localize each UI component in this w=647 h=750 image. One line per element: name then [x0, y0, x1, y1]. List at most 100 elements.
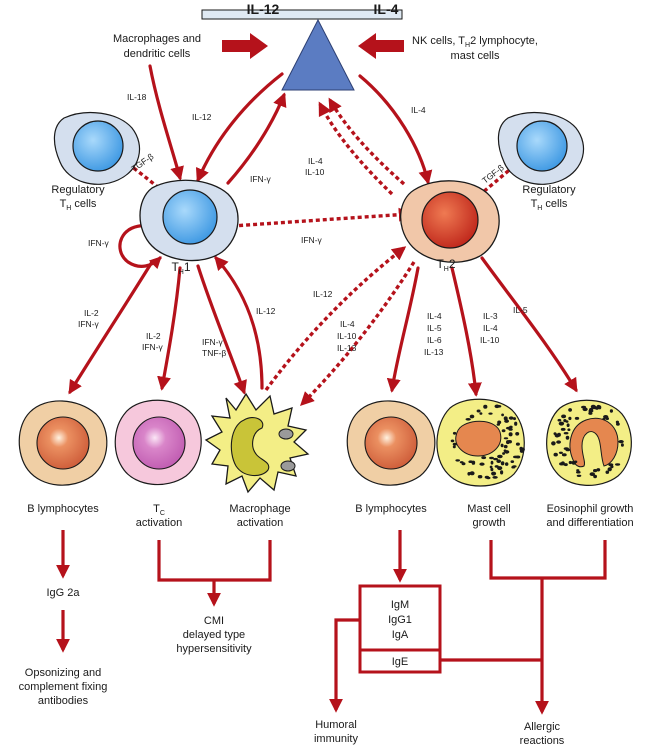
granule	[515, 442, 520, 446]
granule	[500, 443, 504, 448]
macrophage-cell	[204, 392, 310, 494]
il4-right-label: IL-4	[411, 105, 426, 115]
granule	[508, 416, 514, 420]
allergic-bracket	[489, 540, 607, 580]
ifng-cross-label: IFN-γ	[301, 235, 323, 245]
granule	[563, 432, 569, 435]
granule	[496, 459, 502, 464]
granule	[465, 418, 471, 421]
granule	[605, 417, 609, 421]
granule	[477, 475, 483, 479]
cmi-bracket	[157, 540, 272, 582]
granule	[505, 462, 509, 466]
il5-label: IL-5	[513, 305, 528, 315]
granule	[605, 470, 610, 474]
cmi-label-3: hypersensitivity	[176, 643, 252, 655]
allergic-label-2: reactions	[520, 735, 565, 747]
balance-triangle	[281, 18, 355, 91]
granule	[560, 427, 566, 431]
feed-arrow-left	[222, 33, 268, 59]
granule	[588, 411, 593, 415]
granule	[618, 440, 624, 444]
arrow-il12-mac	[214, 255, 264, 390]
eosinophil-label-1: Eosinophil growth	[547, 503, 634, 515]
granule	[492, 476, 498, 479]
arrow-mac	[196, 264, 247, 395]
granule	[568, 416, 572, 421]
th2-mac-il10: IL-10	[337, 331, 357, 341]
ifng-up-label: IFN-γ	[250, 174, 272, 184]
macrophages-label-1: Macrophages and	[113, 33, 201, 45]
granule	[558, 421, 565, 426]
ifng-tc-label: IFN-γ	[142, 342, 164, 352]
reg-right-line1: Regulatory	[522, 184, 576, 196]
granule	[607, 467, 612, 472]
granule	[596, 468, 601, 472]
th2-mast-il3: IL-3	[483, 311, 498, 321]
granule	[567, 428, 571, 432]
granule	[452, 442, 457, 446]
granule	[553, 452, 558, 457]
arrow-il4-down	[358, 74, 433, 185]
granule	[489, 465, 493, 469]
granule	[503, 437, 509, 440]
th2-cell	[399, 180, 500, 263]
granule	[553, 432, 557, 435]
granule	[598, 405, 602, 410]
mast-cells-label: mast cells	[451, 50, 500, 62]
granule	[481, 456, 487, 460]
mast-label-1: Mast cell	[467, 503, 510, 515]
granule	[501, 413, 504, 417]
reg-right-line2: TH cells	[531, 198, 568, 212]
granule	[483, 404, 488, 409]
b-lymphocyte-right-cell	[346, 400, 436, 486]
granule	[515, 432, 520, 436]
mast-label-2: growth	[472, 517, 505, 529]
th2-b-il5: IL-5	[427, 323, 442, 333]
granule	[479, 462, 485, 466]
th2-mast-il4: IL-4	[483, 323, 498, 333]
th2-mast-il10: IL-10	[480, 335, 500, 345]
granule	[520, 447, 525, 452]
macrophages-label-2: dendritic cells	[124, 48, 191, 60]
granule	[576, 470, 581, 474]
granule	[557, 418, 562, 422]
arrow-eos	[480, 256, 578, 393]
granule	[506, 440, 510, 445]
eosinophil-cell	[546, 399, 632, 486]
granule	[589, 407, 594, 412]
granule	[602, 417, 606, 421]
humoral-label-2: immunity	[314, 733, 359, 745]
granule	[503, 444, 508, 449]
ifng-mac-label: IFN-γ	[202, 337, 224, 347]
granule	[616, 422, 620, 426]
cmi-label-2: delayed type	[183, 629, 245, 641]
granule	[493, 457, 498, 461]
arrow-il18	[148, 64, 184, 181]
granule	[508, 432, 513, 437]
granule	[561, 453, 567, 457]
arrow-b-left	[68, 260, 154, 395]
arrow-mast	[450, 266, 482, 397]
granule	[610, 465, 614, 469]
granule	[489, 456, 494, 460]
iga-label: IgA	[392, 629, 409, 641]
granule	[509, 425, 513, 429]
granule	[469, 471, 475, 476]
granule	[459, 461, 464, 464]
granule	[609, 409, 614, 413]
opsonizing-label-3: antibodies	[38, 695, 89, 707]
reg-left-line2: TH cells	[60, 198, 97, 212]
eosinophil-label-2: and differentiation	[546, 517, 633, 529]
granule	[504, 419, 509, 423]
granule	[558, 451, 563, 454]
granule	[490, 467, 494, 472]
th2-mac-il13: IL-13	[337, 343, 357, 353]
igg2a-label: IgG 2a	[46, 587, 80, 599]
tc-label: TC	[153, 503, 165, 517]
th2-b-il4: IL-4	[427, 311, 442, 321]
mast-cell	[436, 398, 525, 487]
ige-label: IgE	[392, 656, 409, 668]
granule	[589, 472, 595, 476]
granule	[514, 421, 518, 426]
